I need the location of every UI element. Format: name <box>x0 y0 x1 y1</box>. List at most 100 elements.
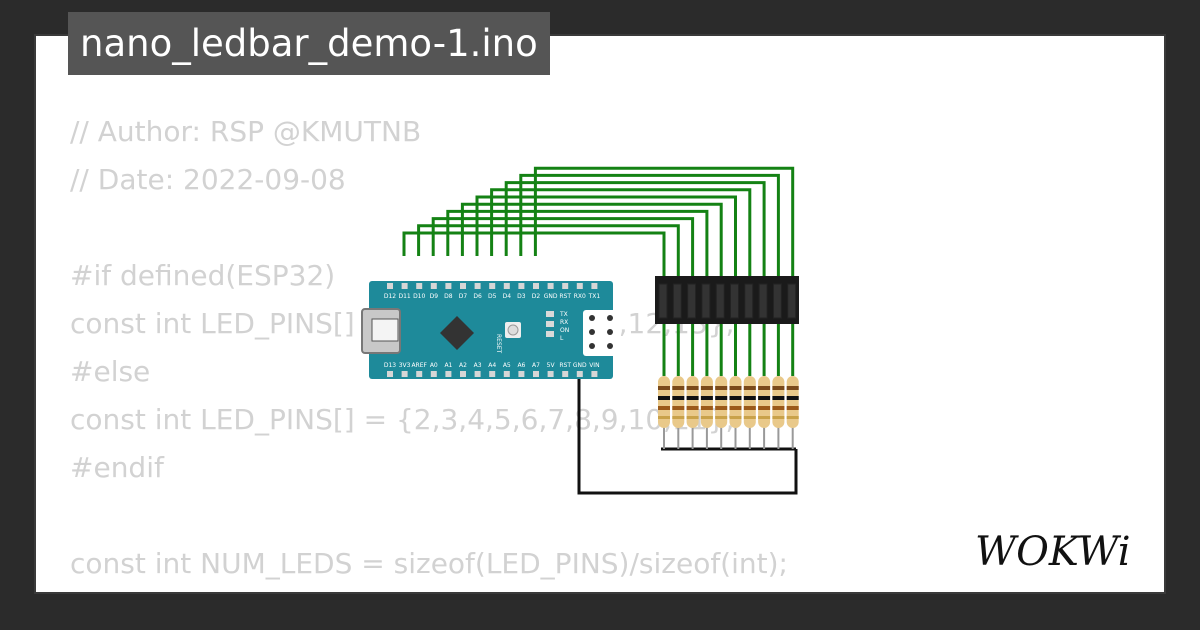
resistor-band <box>786 406 799 410</box>
reset-button-cap <box>507 324 519 336</box>
header-pin-bottom <box>576 371 583 377</box>
resistor <box>700 376 713 449</box>
header-pin-top <box>547 283 554 289</box>
project-title: nano_ledbar_demo-1.ino <box>68 12 550 75</box>
pin-label-bottom: A5 <box>503 362 511 369</box>
icsp-pin <box>589 329 595 335</box>
header-pin-top <box>445 283 452 289</box>
code-line: // Date: 2022-09-08 <box>70 163 346 196</box>
pin-label-top: D9 <box>430 293 439 300</box>
pin-label-top: RST <box>559 293 571 300</box>
resistor-band <box>772 416 785 419</box>
resistor-band <box>758 396 771 400</box>
pin-label-bottom: A3 <box>474 362 482 369</box>
resistor-band <box>772 386 785 390</box>
icsp-pin <box>607 343 613 349</box>
code-line: #else <box>70 355 151 388</box>
wokwi-logo-text: WOKWi <box>975 529 1131 575</box>
resistor <box>658 376 670 449</box>
resistor-band <box>700 386 713 390</box>
code-line: #endif <box>70 451 164 484</box>
pin-label-bottom: 3V3 <box>399 362 411 369</box>
header-pin-bottom <box>547 371 554 377</box>
resistor-band <box>715 396 728 400</box>
signal-wire <box>446 209 709 279</box>
resistor-band <box>672 406 685 410</box>
status-led-label: ON <box>560 327 569 334</box>
resistor-band <box>686 416 699 419</box>
pin-label-top: D11 <box>398 293 410 300</box>
pin-label-bottom: 5V <box>547 362 556 369</box>
resistor-body <box>772 376 785 428</box>
pin-label-top: TX1 <box>588 293 601 300</box>
resistor <box>715 376 728 449</box>
resistor-band <box>786 386 799 390</box>
signal-wire <box>475 195 737 279</box>
led-bar-graph <box>655 276 799 324</box>
header-pin-top <box>576 283 583 289</box>
ground-wire <box>577 371 798 495</box>
header-pin-top <box>401 283 408 289</box>
signal-wire <box>460 202 723 279</box>
signal-wire <box>504 181 766 279</box>
resistor-body <box>672 376 685 428</box>
resistor-body <box>743 376 756 428</box>
resistor-band <box>743 416 756 419</box>
header-pin-bottom <box>591 371 598 377</box>
signal-wire <box>417 224 680 279</box>
header-pin-bottom <box>533 371 539 377</box>
header-pin-top <box>489 283 496 289</box>
pin-label-bottom: D13 <box>384 362 396 369</box>
pin-label-top: GND <box>544 293 558 300</box>
resistor-body <box>758 376 771 428</box>
header-pin-top <box>430 283 437 289</box>
status-led-label: TX <box>559 311 568 318</box>
resistor-band <box>658 416 670 419</box>
header-pin-bottom <box>518 371 525 377</box>
pin-label-bottom: RST <box>559 362 571 369</box>
resistor-band <box>715 406 728 410</box>
signal-wire <box>431 217 695 279</box>
header-pin-bottom <box>430 371 437 377</box>
resistor-band <box>672 386 685 390</box>
icsp-pin <box>607 315 613 321</box>
header-pin-top <box>562 283 569 289</box>
icsp-pin <box>589 315 595 321</box>
microcontroller-chip <box>440 316 474 350</box>
resistor-band <box>743 406 756 410</box>
resistor-body <box>729 376 742 428</box>
pin-label-top: D4 <box>503 293 512 300</box>
resistor-band <box>700 416 713 419</box>
resistor-body <box>715 376 728 428</box>
pin-label-top: D7 <box>459 293 468 300</box>
status-led <box>546 331 554 337</box>
board-body <box>369 281 613 379</box>
resistor-band <box>686 386 699 390</box>
pin-label-top: D12 <box>384 293 396 300</box>
resistor-band <box>658 406 670 410</box>
resistor-body <box>700 376 713 428</box>
pin-label-bottom: VIN <box>589 362 599 369</box>
pin-label-top: D3 <box>517 293 526 300</box>
header-pin-bottom <box>401 371 408 377</box>
header-pin-bottom <box>460 371 466 377</box>
header-pin-bottom <box>474 371 481 377</box>
resistor-band <box>672 396 685 400</box>
resistor-band <box>715 416 728 419</box>
resistor-band <box>758 386 771 390</box>
header-pin-bottom <box>503 371 510 377</box>
pin-label-bottom: A4 <box>488 362 496 369</box>
pin-label-bottom: A2 <box>459 362 467 369</box>
pin-label-top: D2 <box>532 293 541 300</box>
icsp-pin <box>607 329 613 335</box>
led-segment <box>730 283 739 319</box>
resistor-band <box>686 406 699 410</box>
resistor-band <box>772 396 785 400</box>
led-segment <box>772 283 782 319</box>
resistor-band <box>729 416 742 419</box>
signal-wire <box>490 188 752 279</box>
resistor-body <box>658 376 670 428</box>
status-led-label: RX <box>560 319 568 326</box>
header-pin-bottom <box>562 371 569 377</box>
